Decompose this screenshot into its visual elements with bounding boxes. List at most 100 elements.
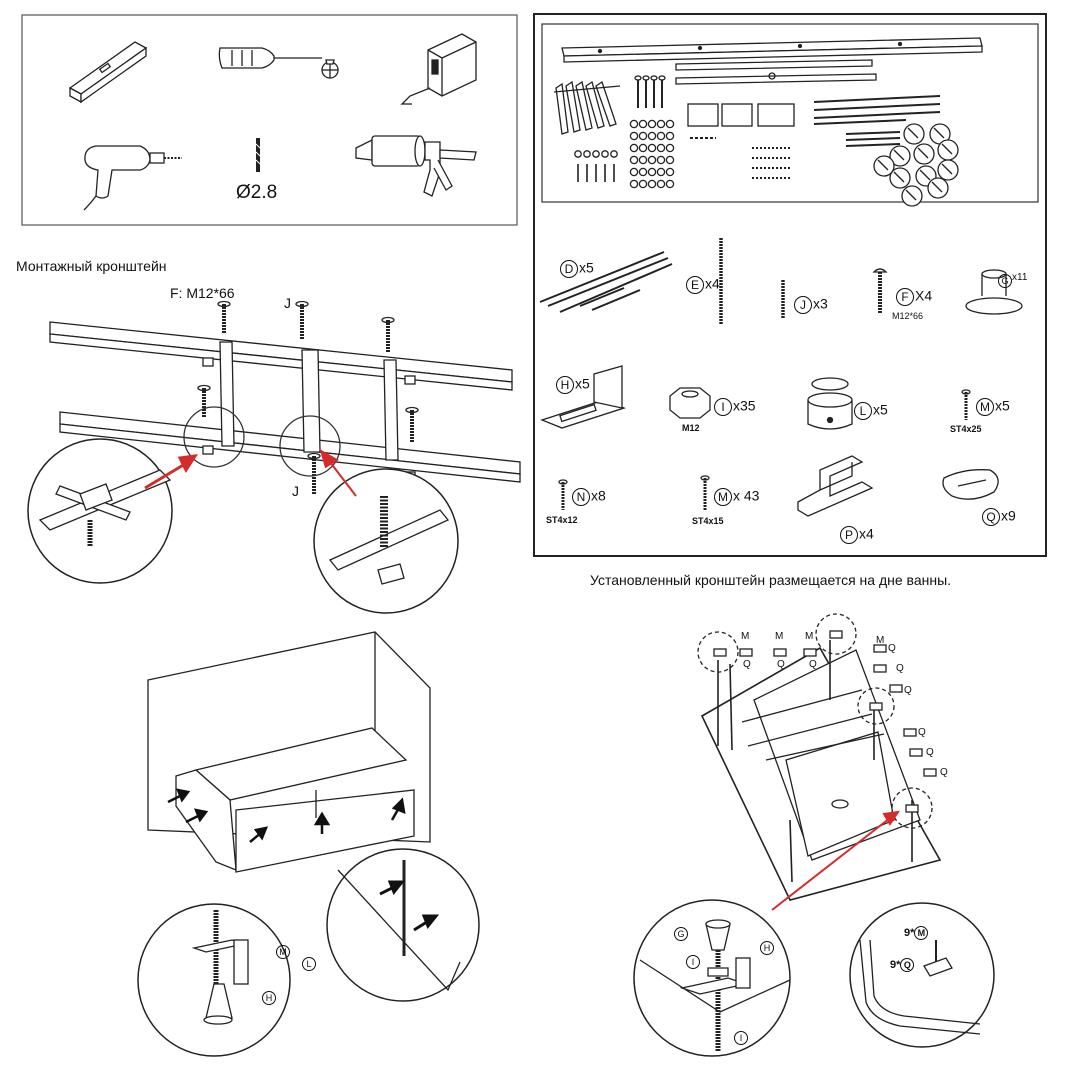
bracket-title: Монтажный кронштейн [16, 258, 167, 274]
frame-label-f: F: M12*66 [170, 285, 235, 301]
part-q-letter: Q [982, 508, 1000, 526]
drill-bit-icon [255, 138, 261, 172]
parts-panel [533, 13, 1047, 557]
part-i-nut [669, 387, 711, 419]
bracket-frame-assembly [49, 300, 521, 494]
underside-label-q-9: Q [904, 685, 912, 696]
bathtub-panel-install [147, 631, 431, 873]
spirit-level-icon [68, 41, 148, 104]
placement-note: Установленный кронштейн размещается на д… [590, 572, 952, 588]
adjustable-feet [873, 123, 959, 207]
frame-label-j-bottom: J [292, 483, 299, 499]
part-d-qty: x5 [579, 259, 594, 276]
underside-label-q-3: Q [777, 659, 785, 670]
detail-leg-assembly [633, 899, 791, 1057]
part-f-bolt [872, 268, 888, 314]
part-i-spec: M12 [682, 423, 700, 433]
part-f-letter: F [896, 288, 914, 306]
detail-corner-left [27, 438, 173, 584]
part-m1-qty: x5 [995, 397, 1010, 414]
bracket-cluster [553, 80, 621, 135]
underside-label-q-8: Q [896, 663, 904, 674]
underside-label-m-2: M [775, 631, 784, 642]
part-p-letter: P [840, 526, 858, 544]
part-n-spec: ST4x12 [546, 515, 578, 525]
detail-foot-bracket [137, 903, 291, 1057]
part-g-qty: x11 [1012, 272, 1028, 283]
leg-g-callout: G [674, 926, 688, 942]
part-h-letter: H [556, 376, 574, 394]
red-arrow-bottom [771, 810, 901, 911]
part-n-screw [558, 479, 568, 510]
part-g-letter: G [998, 274, 1012, 289]
underside-label-m-0: M [741, 631, 750, 642]
part-l-qty: x5 [873, 401, 888, 418]
part-p-clip [797, 455, 874, 517]
leg-i-callout-bottom: I [734, 1030, 748, 1046]
clip-q-count: 9*Q [890, 958, 915, 972]
power-drill-icon [83, 145, 182, 211]
part-j-qty: x3 [813, 295, 828, 312]
part-q-clip [942, 469, 999, 500]
part-d-letter: D [560, 260, 578, 278]
part-j-letter: J [794, 296, 812, 314]
bathtub-underside-view [697, 613, 942, 901]
rods [813, 95, 941, 147]
drill-bit-size: Ø2.8 [236, 182, 278, 203]
part-m2-qty: x 43 [733, 487, 760, 504]
part-f-qty: X4 [915, 287, 933, 304]
part-q-qty: x9 [1001, 507, 1016, 524]
underside-label-q-10: Q [918, 727, 926, 738]
underside-label-q-1: Q [743, 659, 751, 670]
red-arrows-top [144, 448, 357, 497]
leg-i-callout-top: I [686, 954, 700, 970]
part-h-qty: x5 [575, 375, 590, 392]
part-f-spec: M12*66 [892, 311, 924, 321]
install-l-callout: L [302, 956, 316, 972]
part-i-qty: x35 [733, 397, 756, 414]
part-m2-spec: ST4x15 [692, 516, 724, 526]
part-m2-letter: M [714, 488, 732, 506]
part-n-qty: x8 [591, 487, 606, 504]
part-i-letter: I [714, 398, 732, 416]
part-l-letter: L [854, 402, 872, 420]
tape-measure-icon [400, 33, 477, 105]
leg-h-callout: H [760, 940, 774, 956]
underside-label-q-7: Q [888, 643, 896, 654]
part-m1-letter: M [976, 398, 994, 416]
part-m1-spec: ST4x25 [950, 424, 982, 434]
part-e-qty: x4 [705, 275, 720, 292]
underside-label-q-12: Q [940, 767, 948, 778]
detail-panel-clip [326, 848, 480, 1002]
part-e-letter: E [686, 276, 704, 294]
install-m-callout: M [276, 944, 290, 960]
part-n-letter: N [572, 488, 590, 506]
small-hardware [687, 103, 795, 179]
part-h-bracket [540, 365, 626, 429]
underside-label-m-6: M [876, 635, 885, 646]
part-l-foot-cap [807, 377, 853, 430]
detail-threaded-right [313, 468, 459, 614]
underside-label-q-11: Q [926, 747, 934, 758]
detail-clip-screw [849, 902, 995, 1048]
nuts-grid [574, 119, 675, 189]
screwdriver-icon [218, 47, 339, 79]
clip-m-count: 9*M [904, 926, 929, 940]
part-m-screw-15 [700, 475, 710, 510]
part-m-screw-25 [961, 389, 971, 420]
part-p-qty: x4 [859, 525, 874, 542]
tools-panel [21, 14, 518, 226]
install-h-callout: H [262, 990, 276, 1006]
